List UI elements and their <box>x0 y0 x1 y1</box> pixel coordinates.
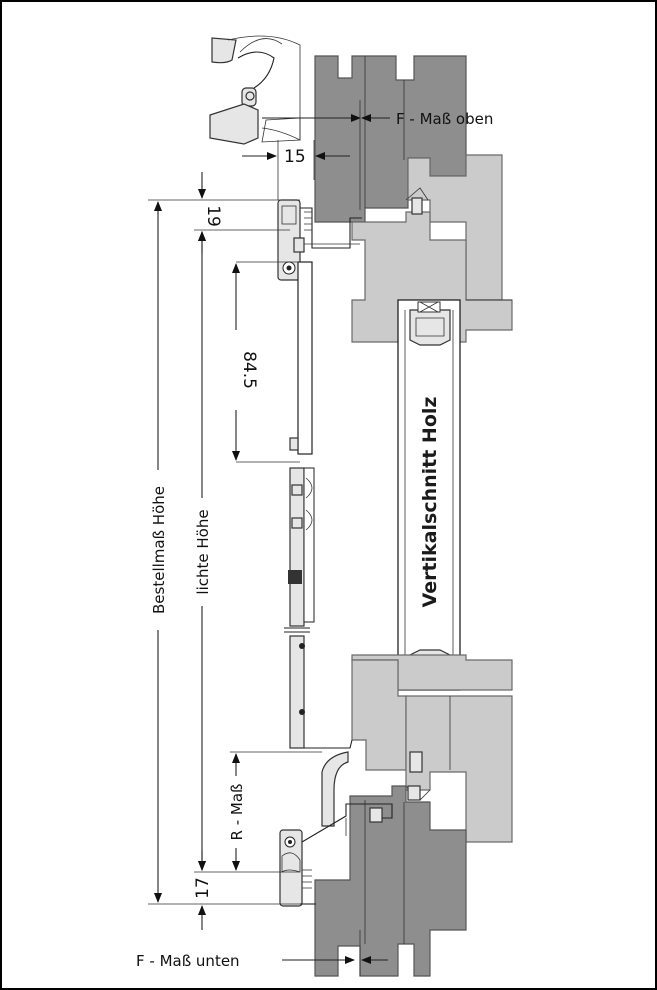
bottom-wood-frame <box>314 785 467 977</box>
dim-bestellmass-hoehe: Bestellmaß Höhe <box>148 201 300 905</box>
blind-middle <box>284 467 315 633</box>
bottom-casement-wood <box>351 654 513 843</box>
bottom-roller-profile <box>279 751 393 907</box>
top-gaskets <box>405 187 429 215</box>
dim-f-mass-unten: F - Maß unten <box>136 930 388 976</box>
label-19: 19 <box>203 205 223 227</box>
label-f-mass-oben: F - Maß oben <box>396 110 493 128</box>
blind-bottom-rail <box>289 635 353 749</box>
section-title: Vertikalschnitt Holz <box>419 397 441 608</box>
label-lichte-hoehe: lichte Höhe <box>194 509 212 594</box>
label-84-5: 84.5 <box>239 351 259 389</box>
top-wood-frame <box>314 55 467 223</box>
top-bracket <box>209 35 301 145</box>
dim-17: 17 <box>193 850 213 930</box>
dim-84-5: 84.5 <box>232 261 300 463</box>
blind-top-rail <box>289 261 313 455</box>
label-bestellmass-hoehe: Bestellmaß Höhe <box>150 486 168 614</box>
dim-lichte-hoehe: lichte Höhe <box>194 231 300 873</box>
bottom-gaskets <box>405 751 431 801</box>
label-17: 17 <box>193 877 213 899</box>
dim-15: 15 <box>242 140 350 200</box>
dim-f-mass-oben: F - Maß oben <box>262 100 493 210</box>
top-roller-profile <box>277 199 362 281</box>
label-f-mass-unten: F - Maß unten <box>136 952 240 970</box>
glass-pane <box>397 299 461 691</box>
label-r-mass: R - Maß <box>228 784 246 841</box>
dim-r-mass: R - Maß <box>228 751 322 871</box>
label-15: 15 <box>284 147 306 167</box>
top-casement-wood <box>351 154 513 343</box>
dim-19: 19 <box>148 172 300 254</box>
